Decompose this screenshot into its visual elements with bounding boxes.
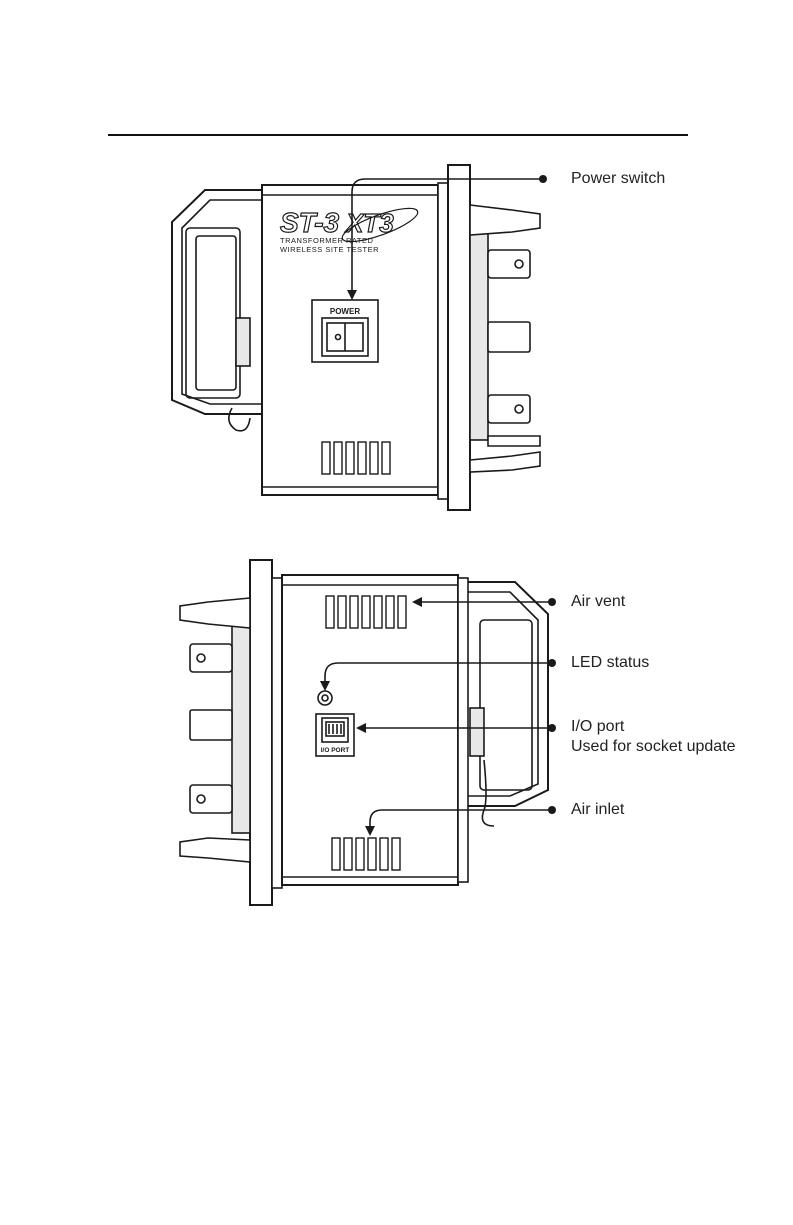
brand-logo: ST-3 [280, 207, 340, 238]
callout-air-vent: Air vent [571, 592, 625, 612]
tagline-1: TRANSFORMER RATED [280, 236, 373, 245]
air-vent-grille [326, 596, 406, 628]
power-switch-dot [539, 175, 547, 183]
callout-io-port: I/O port [571, 717, 624, 737]
callout-led-status: LED status [571, 653, 649, 673]
left-handle-front [172, 190, 262, 431]
tagline-2: WIRELESS SITE TESTER [280, 245, 379, 254]
callout-air-inlet: Air inlet [571, 800, 624, 820]
back-view [180, 560, 548, 905]
power-label: POWER [330, 307, 360, 316]
callout-io-port-note: Used for socket update [571, 737, 736, 757]
callout-power-switch: Power switch [571, 169, 665, 189]
left-blades-back [180, 598, 250, 862]
right-blades-front [470, 205, 540, 472]
right-handle-back [468, 582, 548, 826]
io-port-label: I/O PORT [321, 747, 350, 754]
